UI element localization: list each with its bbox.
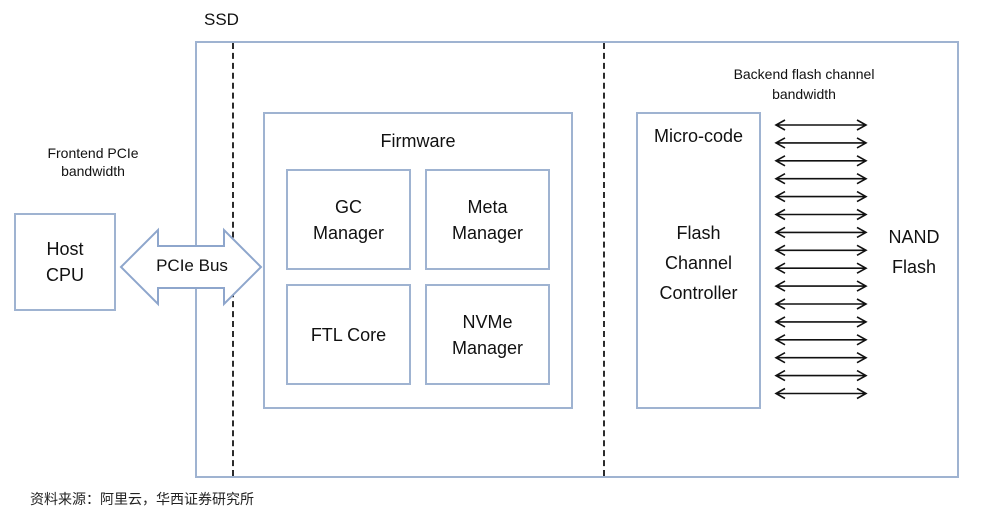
nand-flash-label: NAND Flash — [888, 227, 940, 277]
flash-channel-arrows — [774, 119, 868, 400]
meta-manager-label: Meta Manager — [451, 196, 524, 243]
flash-channel-arrow — [774, 387, 868, 400]
flash-channel-arrow — [774, 226, 868, 239]
flash-channel-arrow — [774, 280, 868, 292]
pcie-bus-label: PCIe Bus — [156, 256, 228, 275]
pcie-bus-arrow — [119, 227, 263, 307]
flash-channel-controller-label: Flash Channel Controller — [659, 223, 738, 303]
nvme-manager-box: NVMe Manager — [425, 284, 550, 385]
flash-channel-controller-box — [636, 112, 761, 409]
gc-manager-box: GC Manager — [286, 169, 411, 270]
flash-channel-arrow — [774, 262, 868, 274]
nvme-manager-label: NVMe Manager — [451, 311, 524, 358]
backend-bandwidth-label: Backend flash channel bandwidth — [733, 66, 875, 102]
flash-channel-arrow — [774, 334, 868, 346]
ftl-core-box: FTL Core — [286, 284, 411, 385]
ssd-boundary-dashed-line-right — [603, 43, 605, 476]
host-cpu-box: Host CPU — [14, 213, 116, 311]
ssd-label: SSD — [204, 10, 239, 29]
flash-channel-arrow — [774, 119, 868, 131]
source-note: 资料来源：阿里云，华西证券研究所 — [30, 492, 254, 508]
microcode-label: Micro-code — [653, 126, 744, 146]
flash-channel-arrow — [774, 316, 868, 328]
flash-channel-arrow — [774, 369, 868, 382]
ftl-core-label: FTL Core — [310, 324, 387, 345]
host-cpu-label: Host CPU — [45, 239, 84, 285]
flash-channel-arrow — [774, 155, 868, 167]
flash-channel-arrow — [774, 137, 868, 149]
flash-channel-arrow — [774, 352, 868, 364]
flash-channel-arrow — [774, 208, 868, 221]
meta-manager-box: Meta Manager — [425, 169, 550, 270]
gc-manager-label: GC Manager — [312, 196, 385, 243]
frontend-bandwidth-label: Frontend PCIe bandwidth — [47, 145, 139, 179]
firmware-title: Firmware — [380, 131, 456, 151]
flash-channel-arrow — [774, 173, 868, 185]
flash-channel-arrow — [774, 298, 868, 310]
flash-channel-arrow — [774, 244, 868, 256]
flash-channel-arrow — [774, 190, 868, 203]
